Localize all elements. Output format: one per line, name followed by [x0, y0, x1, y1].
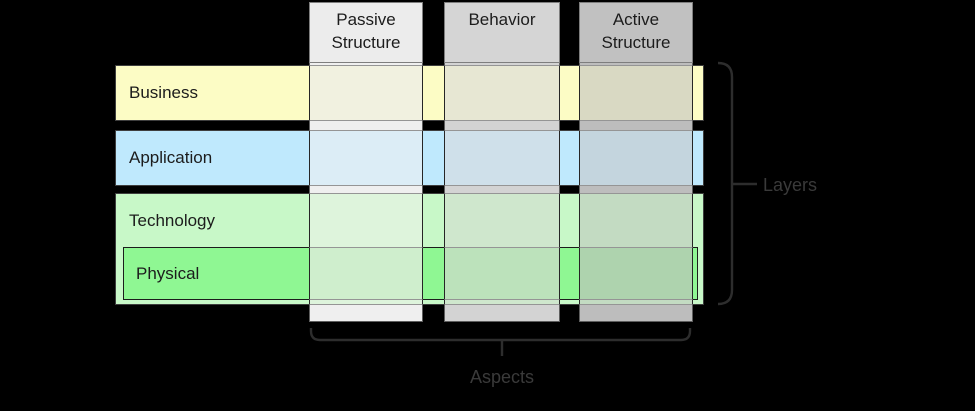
cell-business-passive	[309, 65, 423, 121]
aspect-header-label: Structure	[331, 33, 401, 52]
layer-row-business: Business	[115, 65, 704, 121]
layer-label-technology: Technology	[129, 211, 216, 230]
cell-business-behavior	[444, 65, 560, 121]
cell-application-passive	[309, 130, 423, 186]
layer-label-physical: Physical	[136, 264, 200, 283]
cell-application-active	[579, 130, 693, 186]
layer-label-application: Application	[129, 148, 213, 167]
aspects-bracket	[309, 328, 692, 356]
cell-physical-behavior	[444, 247, 560, 300]
aspect-header-label: Behavior	[468, 10, 536, 29]
layers-bracket	[717, 61, 757, 306]
aspects-group-label: Aspects	[469, 367, 535, 387]
aspect-header-label: Active	[612, 10, 660, 29]
aspect-header-active-structure: Active Structure	[579, 2, 693, 63]
layer-row-application: Application	[115, 130, 704, 186]
cell-business-active	[579, 65, 693, 121]
aspect-header-label: Passive	[336, 10, 396, 29]
aspect-header-label: Structure	[601, 33, 671, 52]
cell-physical-passive	[309, 247, 423, 300]
layers-group-label: Layers	[763, 175, 818, 195]
cell-application-behavior	[444, 130, 560, 186]
layer-row-physical: Physical	[123, 247, 698, 300]
aspect-header-passive-structure: Passive Structure	[309, 2, 423, 63]
cell-physical-active	[579, 247, 693, 300]
aspect-header-behavior: Behavior	[444, 2, 560, 63]
layer-label-business: Business	[129, 83, 198, 102]
